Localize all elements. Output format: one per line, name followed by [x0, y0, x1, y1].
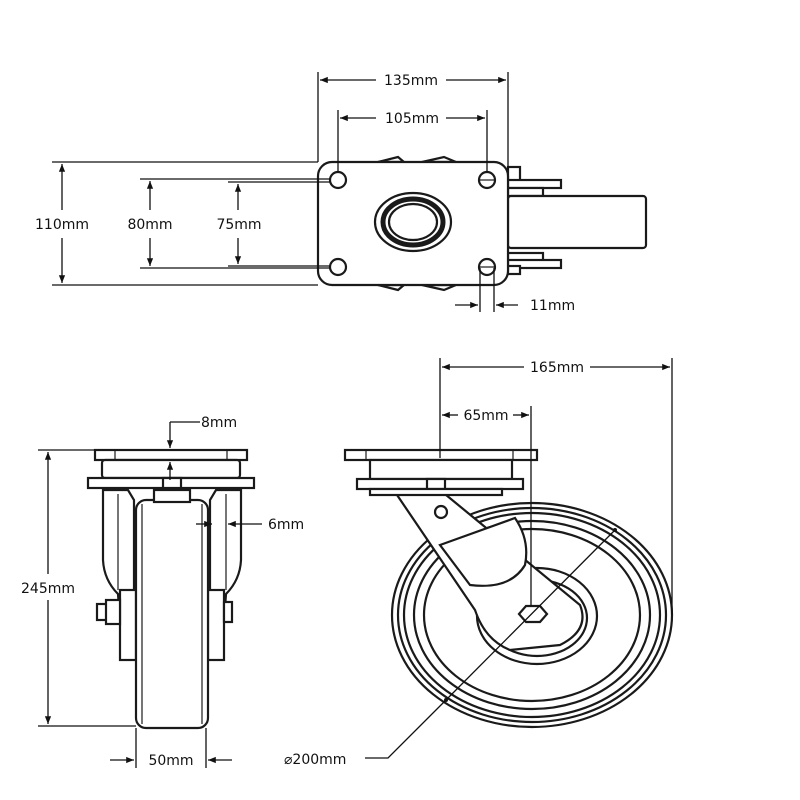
- dim-wheel-diameter: ⌀200mm: [284, 752, 346, 768]
- dim-slot-width: 11mm: [530, 298, 575, 314]
- front-bearing-housing: [100, 458, 242, 480]
- dim-wheel-width: 50mm: [148, 753, 193, 769]
- side-view-dimensions: 165mm 65mm ⌀200mm: [284, 358, 673, 768]
- dim-hole-spacing-inner: 75mm: [216, 217, 261, 233]
- dim-plate-width: 135mm: [384, 73, 438, 89]
- lever-bolt-bottom: [506, 264, 522, 276]
- bolt-hole: [328, 257, 348, 277]
- lever-bolt-top: [506, 165, 522, 183]
- top-view: [316, 155, 648, 292]
- front-wheel: [134, 498, 210, 730]
- lever-pedal: [506, 194, 648, 250]
- dim-swivel-radius: 165mm: [530, 360, 584, 376]
- side-top-plate: [343, 448, 539, 462]
- bolt-hole: [328, 170, 348, 190]
- dim-plate-length: 110mm: [35, 217, 89, 233]
- axle-hex-nut: [517, 604, 549, 624]
- lever-bar-top-2: [506, 186, 545, 198]
- axle-nut: [104, 598, 122, 626]
- kingpin-stub: [152, 488, 192, 504]
- dim-overall-height: 245mm: [21, 581, 75, 597]
- dim-fork-thickness: 6mm: [268, 517, 304, 533]
- kingpin-center: [387, 202, 439, 242]
- lever-bar-top: [506, 178, 563, 190]
- fork-pivot-boss: [438, 516, 528, 587]
- hub-left: [118, 588, 138, 662]
- wheel-rim: [412, 519, 652, 711]
- dim-hole-spacing-outer: 80mm: [127, 217, 172, 233]
- front-view: [86, 448, 256, 730]
- dim-offset: 65mm: [463, 408, 508, 424]
- front-top-plate: [93, 448, 249, 462]
- hub-right: [206, 588, 226, 662]
- kingpin-bearing: [380, 196, 446, 248]
- front-view-dimensions: 8mm 6mm 245mm 50mm: [21, 415, 304, 769]
- side-view: [343, 448, 674, 729]
- dim-plate-thickness: 8mm: [201, 415, 237, 431]
- top-view-dimensions: 135mm 105mm 110mm 80mm 75mm 11mm: [35, 72, 575, 314]
- side-bearing-housing: [368, 458, 514, 481]
- dim-hole-spacing-width: 105mm: [385, 111, 439, 127]
- axle-end: [222, 600, 234, 624]
- fork-hole: [433, 504, 449, 520]
